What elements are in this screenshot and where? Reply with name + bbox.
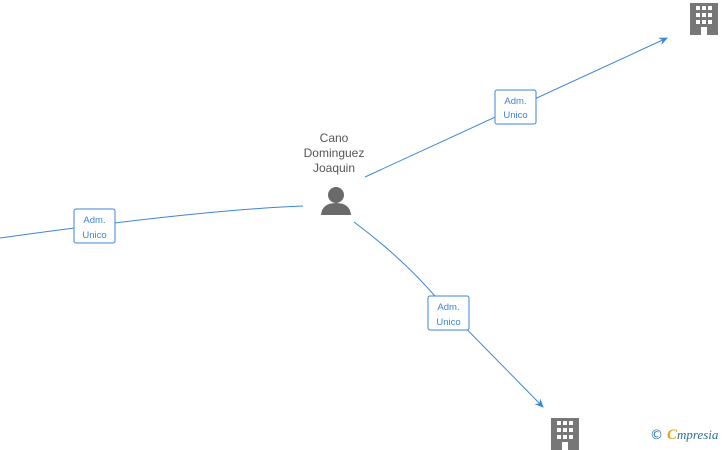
brand-logo-initial: C [667,427,678,443]
edge-line-left [0,205,304,239]
edge-label-top-right[interactable]: Adm. Unico [494,89,537,125]
person-name-line1: Cano [320,131,349,145]
person-name-line2: Dominguez [304,146,365,160]
person-node[interactable]: Cano Dominguez Joaquin [304,131,365,215]
person-icon [321,187,351,215]
edge-label-line2: Unico [436,317,460,328]
brand-logo-text: mpresia [677,427,719,442]
edge-label-line1: Adm. [437,302,459,313]
edge-label-line1: Adm. [83,215,105,226]
edge-label-line2: Unico [82,230,106,241]
building-icon[interactable] [690,3,718,35]
edge-label-left[interactable]: Adm. Unico [73,208,116,244]
copyright-symbol: © [650,428,663,443]
brand-watermark: © Cmpresia [650,427,718,444]
edge-label-line2: Unico [503,110,527,121]
person-name-line3: Joaquin [313,161,355,175]
edge-label-bottom[interactable]: Adm. Unico [427,295,470,331]
building-icon[interactable] [551,418,579,450]
edge-label-line1: Adm. [504,96,526,107]
